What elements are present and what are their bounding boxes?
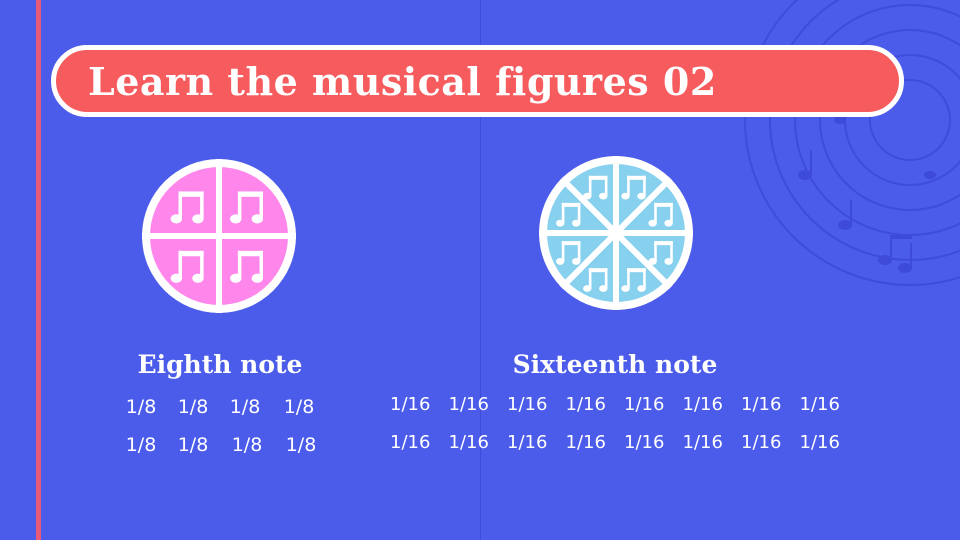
fraction-label: 1/16 [682, 394, 723, 415]
title-bar: Learn the musical figures 02 [51, 45, 904, 117]
fraction-label: 1/8 [125, 434, 157, 456]
eighth-notes-icon [170, 250, 204, 283]
sixteenth-notes-icon [648, 241, 673, 265]
sixteenth-notes-icon [556, 241, 581, 265]
sixteenth-note-pie [539, 156, 693, 310]
eighth-notes-icon [230, 250, 264, 283]
sixteenth-fraction-row-2: 1/16 1/16 1/16 1/16 1/16 1/16 1/16 1/16 [381, 432, 849, 453]
fraction-label: 1/16 [448, 432, 489, 453]
fraction-label: 1/16 [741, 394, 782, 415]
pie-divider [613, 230, 673, 290]
fraction-label: 1/8 [229, 396, 261, 418]
pie-divider [613, 176, 673, 236]
pie-divider [559, 230, 619, 290]
music-staff-swirl-decoration [744, 0, 960, 286]
divider-line [480, 0, 481, 540]
fraction-label: 1/16 [799, 394, 840, 415]
eighth-notes-icon [230, 191, 264, 224]
fraction-label: 1/16 [799, 432, 840, 453]
sixteenth-notes-icon [621, 175, 646, 200]
fraction-label: 1/8 [125, 396, 157, 418]
fraction-label: 1/16 [448, 394, 489, 415]
fraction-label: 1/16 [507, 394, 548, 415]
eighth-fraction-row-2: 1/8 1/8 1/8 1/8 [115, 434, 327, 456]
fraction-label: 1/16 [565, 394, 606, 415]
fraction-label: 1/8 [285, 434, 317, 456]
page-title: Learn the musical figures 02 [88, 58, 717, 104]
fraction-label: 1/16 [390, 394, 431, 415]
sixteenth-note-label: Sixteenth note [512, 350, 718, 379]
sixteenth-notes-icon [648, 202, 673, 227]
fraction-label: 1/8 [283, 396, 315, 418]
accent-rule [36, 0, 41, 540]
sixteenth-notes-icon [621, 268, 646, 292]
sixteenth-notes-icon [583, 175, 608, 200]
fraction-label: 1/16 [741, 432, 782, 453]
eighth-note-pie [142, 159, 296, 313]
eighth-fraction-row-1: 1/8 1/8 1/8 1/8 [115, 396, 327, 418]
fraction-label: 1/8 [177, 434, 209, 456]
fraction-label: 1/16 [624, 432, 665, 453]
eighth-note-label: Eighth note [137, 350, 303, 379]
fraction-label: 1/16 [682, 432, 723, 453]
sixteenth-fraction-row-1: 1/16 1/16 1/16 1/16 1/16 1/16 1/16 1/16 [381, 394, 849, 415]
fraction-label: 1/8 [177, 396, 209, 418]
pie-divider [559, 176, 619, 236]
sixteenth-notes-icon [556, 202, 581, 227]
sixteenth-notes-icon [583, 268, 608, 292]
eighth-notes-icon [170, 191, 204, 224]
fraction-label: 1/8 [231, 434, 263, 456]
fraction-label: 1/16 [565, 432, 606, 453]
fraction-label: 1/16 [624, 394, 665, 415]
fraction-label: 1/16 [390, 432, 431, 453]
fraction-label: 1/16 [507, 432, 548, 453]
